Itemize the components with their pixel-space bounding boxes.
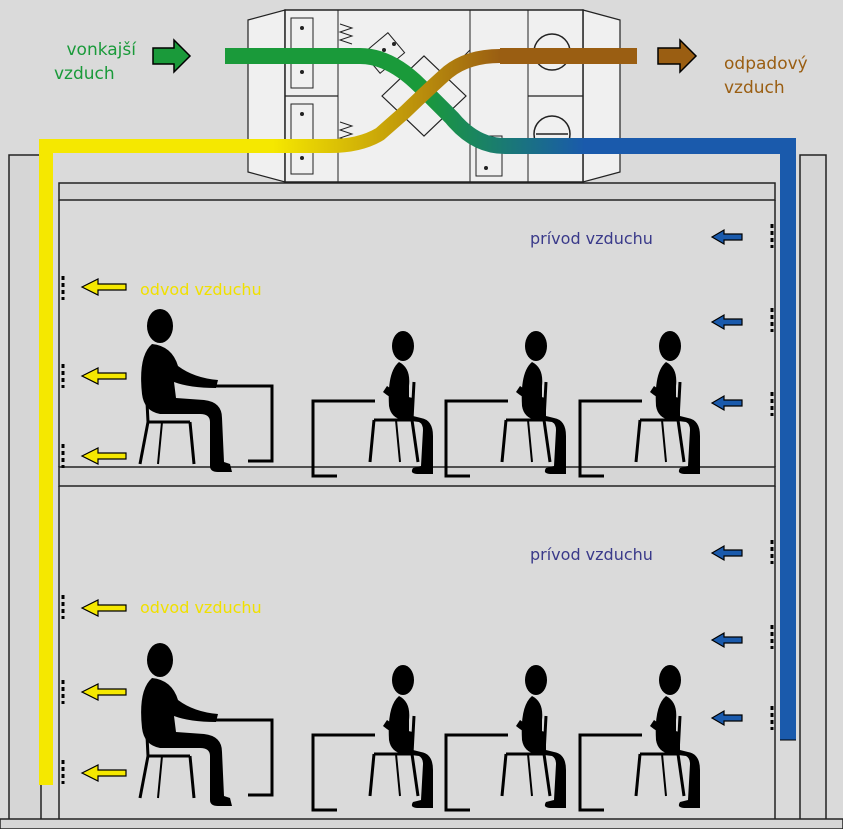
- outside-air-arrow-icon: [152, 38, 192, 74]
- supply-arrow-icon: [711, 545, 743, 561]
- person-icon: [516, 331, 566, 474]
- extract-arrow-icon: [81, 683, 127, 701]
- exhaust-air-label-line1: odpadový: [724, 54, 808, 74]
- exhaust-air-label: odpadový vzduch: [724, 52, 808, 100]
- person-icon: [650, 665, 700, 808]
- supply-arrow-icon: [711, 395, 743, 411]
- extract-arrow-icon: [81, 764, 127, 782]
- exhaust-air-label-line2: vzduch: [724, 78, 785, 98]
- lower-extract-label: odvod vzduchu: [140, 598, 262, 617]
- outside-air-duct: [152, 38, 585, 154]
- building-frame: [0, 154, 843, 829]
- upper-extract-label: odvod vzduchu: [140, 280, 262, 299]
- desk-icon: [578, 733, 644, 812]
- exhaust-air-arrow-icon: [657, 38, 698, 74]
- person-icon: [383, 331, 433, 474]
- person-icon: [141, 309, 232, 472]
- supply-arrow-icon: [711, 314, 743, 330]
- extract-arrow-icon: [81, 278, 127, 296]
- desk-icon: [444, 733, 510, 812]
- outside-air-label: vonkajší vzduch: [20, 38, 136, 86]
- desk-icon: [578, 399, 644, 478]
- desk-icon: [311, 399, 377, 478]
- supply-arrow-icon: [711, 710, 743, 726]
- extract-air-duct: [39, 38, 698, 785]
- upper-supply-label: prívod vzduchu: [530, 229, 653, 248]
- extract-vents: [61, 274, 127, 786]
- outside-air-label-line1: vonkajší: [66, 40, 136, 60]
- person-icon: [141, 643, 232, 806]
- lower-supply-label: prívod vzduchu: [530, 545, 653, 564]
- extract-arrow-icon: [81, 447, 127, 465]
- supply-arrow-icon: [711, 229, 743, 245]
- supply-air-duct: [585, 138, 796, 741]
- person-icon: [383, 665, 433, 808]
- person-icon: [516, 665, 566, 808]
- upper-floor-people: [138, 309, 700, 478]
- desk-icon: [444, 399, 510, 478]
- extract-arrow-icon: [81, 367, 127, 385]
- extract-arrow-icon: [81, 599, 127, 617]
- lower-floor-people: [138, 643, 700, 812]
- person-icon: [650, 331, 700, 474]
- desk-icon: [311, 733, 377, 812]
- supply-arrow-icon: [711, 632, 743, 648]
- outside-air-label-line2: vzduch: [54, 64, 115, 84]
